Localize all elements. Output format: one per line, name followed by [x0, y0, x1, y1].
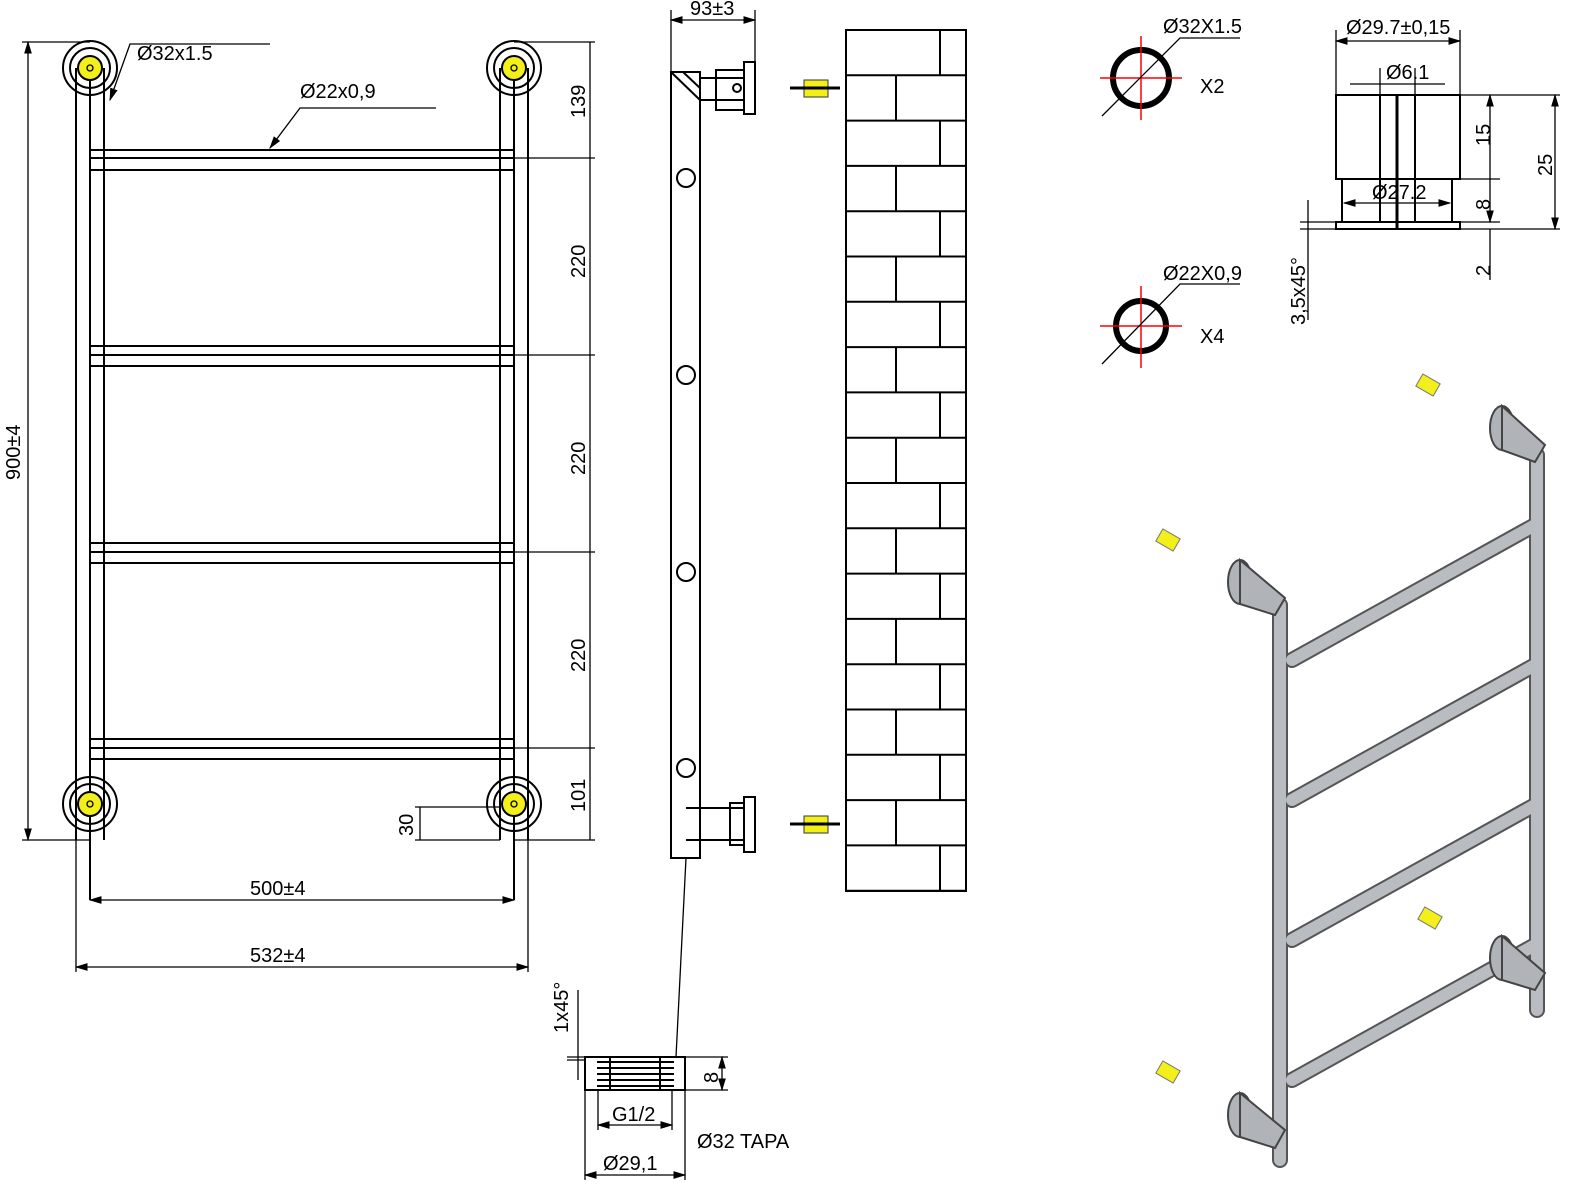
anchor-screw-bottom: [790, 815, 840, 834]
pipe-main-label: Ø32x1.5: [137, 43, 213, 65]
cap-detail: Ø29.7±0,15 Ø6.1 Ø27.2 15 25 8 2 3,5x45°: [1288, 17, 1560, 325]
left-upright: [75, 68, 105, 900]
wall-caps: [62, 40, 542, 832]
dim-offset: 30: [396, 814, 418, 836]
cap-h-top: 15: [1473, 124, 1495, 146]
cap-bottom-right: [486, 776, 542, 832]
anchor-icon: [501, 791, 527, 817]
section-main-pipe: Ø32X1.5 X2: [1100, 16, 1242, 120]
section-qty: X2: [1200, 76, 1224, 98]
anchor-icon: [77, 55, 103, 81]
brick-wall: [845, 29, 967, 892]
isometric-render: [1155, 373, 1547, 1168]
width-total: 532±4: [250, 945, 305, 967]
plug-detail: 1x45° 8 G1/2 Ø29,1 Ø32 TAPA: [551, 982, 790, 1180]
depth-dim: 93±3: [690, 0, 734, 20]
pipe-rung-label: Ø22x0,9: [300, 81, 376, 103]
cap-inner-diameter: Ø27.2: [1372, 182, 1426, 204]
side-view: 93±3: [669, 0, 967, 1058]
height-total: 900±4: [3, 425, 25, 480]
anchor-icon: [501, 55, 527, 81]
plug-chamfer: 1x45°: [551, 982, 573, 1033]
plug-title: Ø32 TAPA: [697, 1131, 790, 1153]
dim-bottom: 101: [568, 779, 590, 812]
section-rung-pipe: Ø22X0,9 X4: [1100, 263, 1242, 368]
cap-outer-diameter: Ø29.7±0,15: [1346, 17, 1450, 39]
rungs: [90, 149, 514, 760]
cap-h-total: 25: [1535, 154, 1557, 176]
dim-top: 139: [568, 85, 590, 118]
section-label: Ø22X0,9: [1163, 263, 1242, 285]
anchor-screw-top: [790, 79, 840, 98]
plug-diameter: Ø29,1: [603, 1153, 657, 1175]
cap-top-right: [486, 40, 542, 96]
section-qty: X4: [1200, 326, 1224, 348]
front-view: Ø32x1.5 Ø22x0,9 900±4 139 220 220 220 10…: [3, 40, 595, 972]
cap-chamfer: 3,5x45°: [1288, 257, 1310, 325]
cap-top-left: [62, 40, 118, 96]
plug-height: 8: [701, 1072, 723, 1083]
plug-thread: G1/2: [612, 1104, 655, 1126]
render-anchors: [1155, 373, 1443, 1084]
mount-holes: [676, 168, 696, 778]
anchor-icon: [77, 791, 103, 817]
dim-spacing-2: 220: [568, 442, 590, 475]
dim-spacing-3: 220: [568, 639, 590, 672]
cap-h-mid: 8: [1473, 199, 1495, 210]
section-label: Ø32X1.5: [1163, 16, 1242, 38]
right-upright: [499, 68, 529, 900]
center-axis-icon: [1100, 286, 1182, 368]
center-axis-icon: [1100, 36, 1182, 120]
cap-h-flange: 2: [1473, 265, 1495, 276]
cap-hole-diameter: Ø6.1: [1386, 62, 1429, 84]
cap-bottom-left: [62, 776, 118, 832]
render-caps: [1227, 403, 1547, 1150]
dim-spacing-1: 220: [568, 245, 590, 278]
width-centers: 500±4: [250, 878, 305, 900]
